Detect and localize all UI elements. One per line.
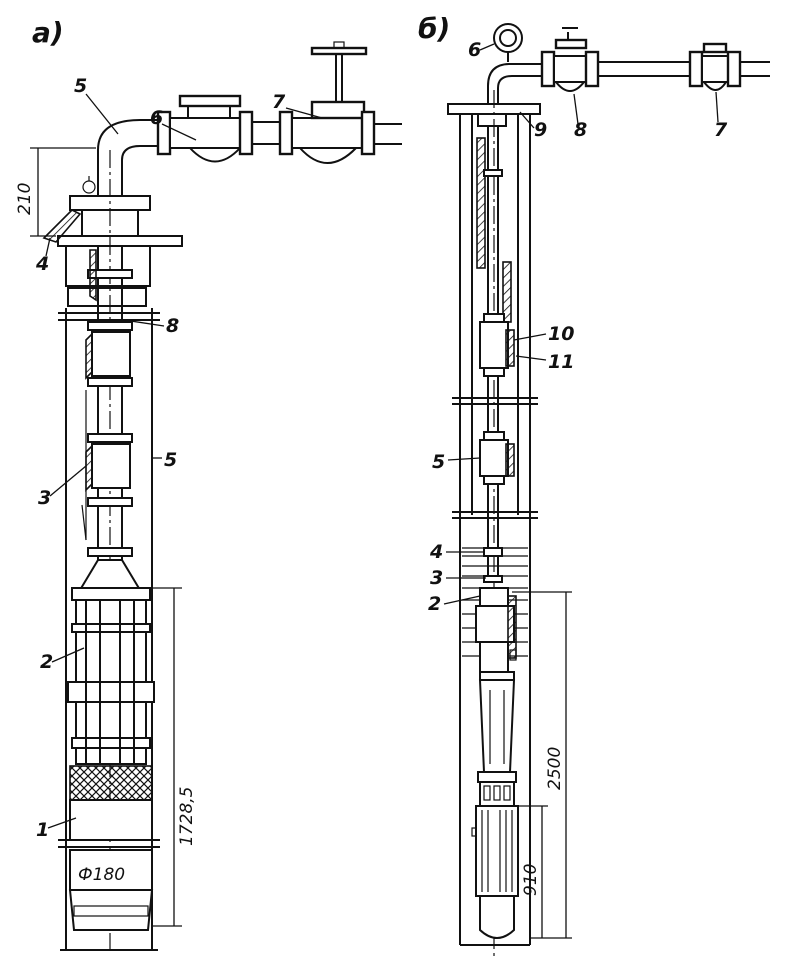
callout-b-6: 6 xyxy=(468,39,481,61)
callout-b-3: 3 xyxy=(430,567,443,589)
panel-a-pump-unit xyxy=(67,559,155,931)
callout-b-9: 9 xyxy=(534,119,547,141)
dim-1728-label: 1728,5 xyxy=(177,787,197,846)
panel-b-dim-910: 910 xyxy=(518,805,548,938)
panel-b-callouts: 6 9 8 7 10 11 5 4 3 2 xyxy=(428,39,728,615)
panel-b-label: б) xyxy=(418,12,450,45)
callout-a-2: 2 xyxy=(40,651,53,673)
callout-b-4: 4 xyxy=(429,541,443,563)
panel-a-label: а) xyxy=(32,16,64,49)
panel-a: а) xyxy=(15,16,402,955)
panel-b-dim-2500: 2500 xyxy=(512,591,572,939)
callout-a-1: 1 xyxy=(36,819,49,841)
callout-a-4: 4 xyxy=(35,253,49,275)
callout-b-8: 8 xyxy=(574,119,587,141)
callout-a-5-side: 5 xyxy=(164,449,177,471)
callout-b-5: 5 xyxy=(432,451,445,473)
callout-a-7: 7 xyxy=(272,91,286,113)
panel-a-discharge xyxy=(97,41,402,196)
dim-210-label: 210 xyxy=(15,183,35,215)
panel-b: б) xyxy=(418,12,770,960)
dim-diameter-label: Ф180 xyxy=(78,865,125,885)
callout-b-11: 11 xyxy=(548,351,574,373)
dim-910-label: 910 xyxy=(521,864,541,896)
panel-a-callouts: 5 6 7 4 8 3 5 2 1 xyxy=(35,75,323,841)
panel-a-dim-1728: 1728,5 xyxy=(150,587,197,927)
callout-b-10: 10 xyxy=(548,323,574,345)
panel-a-wellhead xyxy=(42,176,183,307)
callout-a-6: 6 xyxy=(150,107,163,129)
callout-a-8: 8 xyxy=(166,315,179,337)
panel-b-discharge xyxy=(487,23,770,104)
callout-a-3: 3 xyxy=(38,487,51,509)
callout-b-7: 7 xyxy=(714,119,728,141)
callout-a-5-top: 5 xyxy=(74,75,87,97)
panel-b-pump-motor xyxy=(471,587,519,939)
callout-b-2: 2 xyxy=(428,593,441,615)
dim-2500-label: 2500 xyxy=(545,747,565,790)
panel-a-column-pipe xyxy=(81,150,133,955)
panel-a-dim-210: 210 xyxy=(15,147,96,237)
